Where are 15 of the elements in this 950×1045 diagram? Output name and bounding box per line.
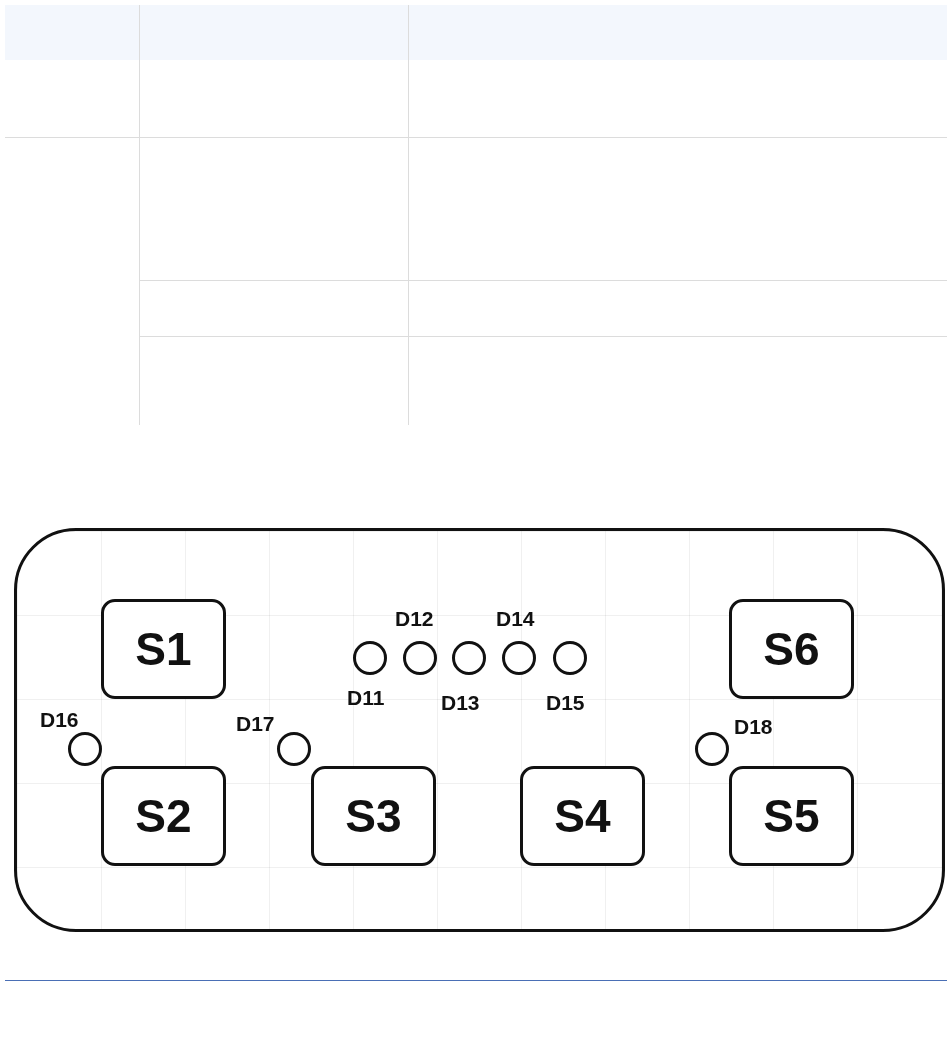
switch-button: S1 bbox=[101, 599, 226, 699]
panel-outline bbox=[14, 528, 945, 932]
switch-button: S4 bbox=[520, 766, 645, 866]
led-label: D11 bbox=[347, 687, 385, 708]
switch-button: S6 bbox=[729, 599, 854, 699]
switch-button: S2 bbox=[101, 766, 226, 866]
led-label: D17 bbox=[236, 713, 275, 734]
led-label: D14 bbox=[496, 608, 535, 629]
switch-button: S3 bbox=[311, 766, 436, 866]
led-label: D16 bbox=[40, 709, 79, 730]
led-label: D12 bbox=[395, 608, 434, 629]
switch-button: S5 bbox=[729, 766, 854, 866]
led-label: D18 bbox=[734, 716, 773, 737]
led-label: D15 bbox=[546, 692, 585, 713]
led-label: D13 bbox=[441, 692, 480, 713]
